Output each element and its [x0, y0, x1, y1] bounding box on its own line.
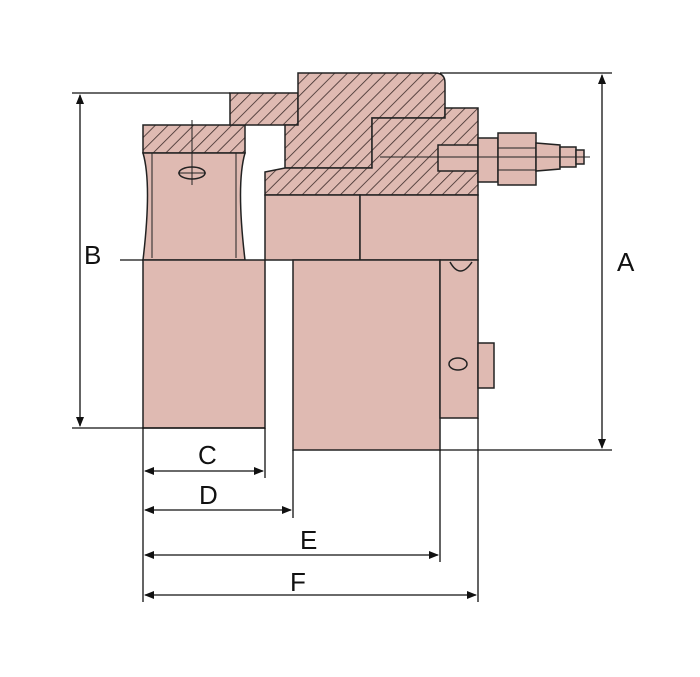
dimension-lines	[76, 74, 606, 599]
extension-lines	[72, 72, 612, 602]
top-clamp	[229, 72, 479, 196]
label-d: D	[199, 480, 218, 510]
label-f: F	[290, 567, 306, 597]
label-e: E	[300, 525, 317, 555]
main-body	[264, 194, 495, 451]
label-b: B	[84, 240, 101, 270]
label-a: A	[617, 247, 635, 277]
body-hole-icon	[448, 357, 468, 371]
side-plug	[477, 342, 495, 389]
label-c: C	[198, 440, 217, 470]
dimension-labels: A B C D E F	[84, 240, 635, 597]
hydraulic-coupler	[380, 132, 590, 186]
left-jaw	[142, 120, 266, 429]
